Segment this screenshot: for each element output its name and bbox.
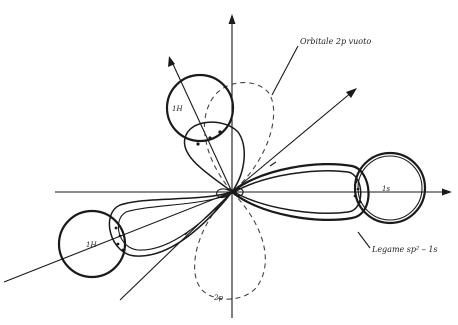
callout-leaders bbox=[271, 45, 371, 249]
sp2-lobe-upper bbox=[183, 121, 245, 197]
orbital-2p-empty-label: Orbitale 2p vuoto bbox=[300, 37, 371, 46]
hydrogen-1s-left bbox=[57, 209, 127, 279]
h-1s-right-label: 1s bbox=[382, 185, 390, 193]
h-1s-circle-left bbox=[57, 209, 127, 279]
sp2-lobe-left-outer bbox=[108, 190, 235, 257]
left-lobe-axis bbox=[3, 191, 233, 283]
overlap-dot bbox=[208, 136, 212, 140]
tick-mark bbox=[269, 161, 277, 167]
upper-lobe-axis bbox=[171, 61, 233, 193]
diagonal-axis-lower-left bbox=[119, 191, 233, 301]
ligand-label-leader bbox=[357, 231, 371, 249]
sp2-lobe-upper-outer bbox=[183, 121, 245, 194]
overlap-dot bbox=[353, 194, 357, 198]
axes bbox=[3, 14, 452, 318]
p-orbital-lower-lobe-dashed bbox=[194, 191, 266, 300]
diagonal-axis-upper-right bbox=[231, 91, 353, 193]
upper-lobe-axis-arrow bbox=[168, 56, 175, 67]
sp2-lobe-right-outer bbox=[230, 163, 370, 221]
overlap-dot bbox=[196, 142, 200, 146]
sp2-lobe-upper-back bbox=[231, 187, 244, 197]
h-left-label: 1H bbox=[86, 241, 97, 249]
h-upper-label: 1H bbox=[172, 105, 183, 113]
bottom-2p-label: 2p bbox=[213, 294, 223, 302]
sp2-lobe-left bbox=[108, 190, 235, 257]
empty-2p-orbital bbox=[194, 82, 275, 300]
overlap-dot bbox=[354, 180, 358, 184]
sp2-lobe-left-inner bbox=[117, 193, 231, 251]
sp2-lobe-right-inner bbox=[232, 170, 362, 214]
vertical-axis-arrow bbox=[228, 14, 236, 24]
overlap-dot bbox=[118, 234, 122, 238]
diagonal-axis-arrow-upper-right bbox=[346, 88, 357, 98]
orbital-label-leader bbox=[271, 45, 299, 96]
overlap-dot bbox=[116, 242, 120, 246]
horizontal-axis-arrow bbox=[442, 188, 452, 196]
p-orbital-upper-lobe-dashed bbox=[203, 82, 275, 193]
h-1s-circle-right bbox=[353, 151, 427, 225]
overlap-dot bbox=[121, 248, 125, 252]
overlap-dot bbox=[358, 200, 362, 204]
overlap-dot bbox=[218, 130, 222, 134]
sp2-1s-bond-label: Legame sp² – 1s bbox=[371, 245, 438, 254]
overlap-dot bbox=[114, 226, 118, 230]
h-1s-circle-upper bbox=[165, 73, 235, 143]
hydrogen-1s-right bbox=[353, 151, 427, 225]
overlap-dot bbox=[356, 187, 360, 191]
hydrogen-1s-upper bbox=[165, 73, 235, 146]
